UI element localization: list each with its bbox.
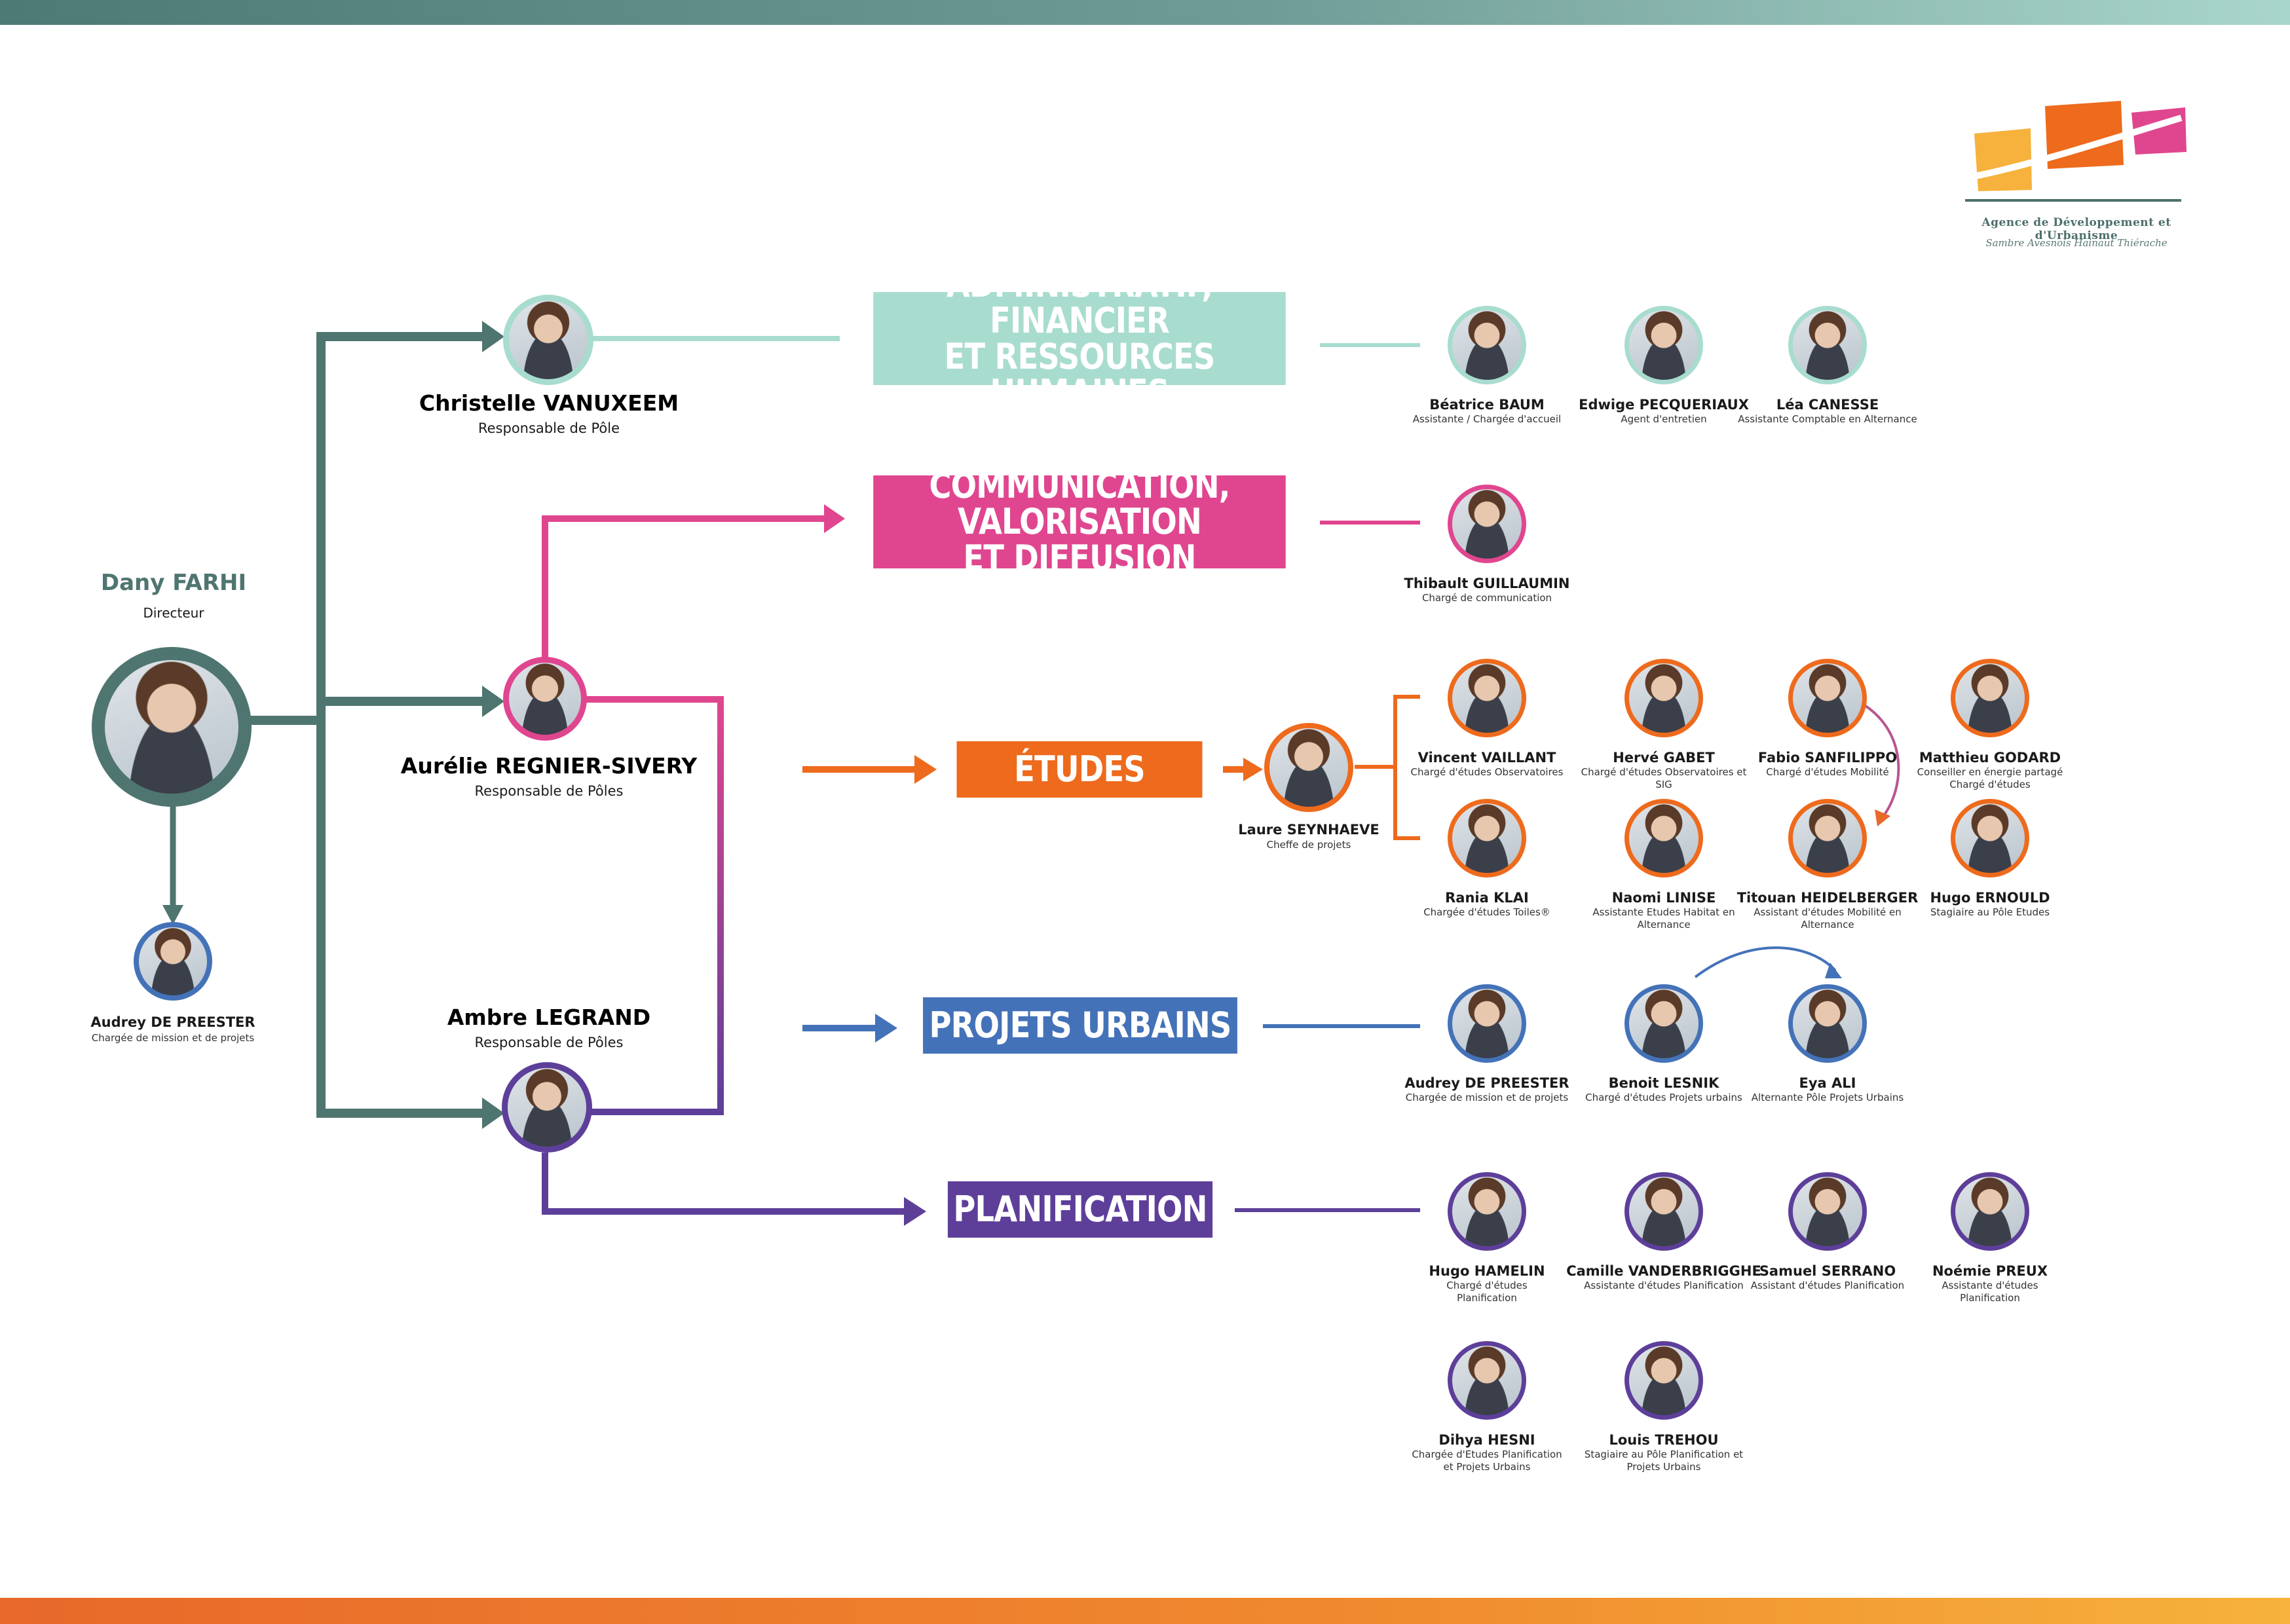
laure-role: Cheffe de projets (1266, 839, 1351, 851)
aurelie-avatar (503, 657, 587, 741)
etudes-member-avatar (1788, 659, 1867, 737)
pole-communication: COMMUNICATION, VALORISATION ET DIFFUSION (873, 468, 1286, 576)
ambre-role: Responsable de Pôles (474, 1035, 624, 1050)
planification-member-avatar (1624, 1341, 1703, 1420)
admin-member-avatar (1624, 306, 1703, 384)
planification-member-role: Chargée d'Etudes Planification et Projet… (1412, 1449, 1562, 1473)
laure-avatar (1264, 723, 1353, 812)
communication-member-name: Thibault GUILLAUMIN (1404, 576, 1570, 591)
planification-member-avatar (1448, 1172, 1526, 1251)
ambre-name: Ambre LEGRAND (447, 1005, 651, 1030)
director-name: Dany FARHI (100, 570, 247, 596)
planification-member-role: Chargé d'études Planification (1446, 1280, 1528, 1304)
etudes-member-avatar (1951, 659, 2029, 737)
admin-member-avatar (1788, 306, 1867, 384)
etudes-member-avatar (1448, 799, 1526, 877)
christelle-avatar (503, 295, 593, 385)
admin-member-role: Assistante / Chargée d'accueil (1412, 413, 1562, 425)
admin-member-role: Assistante Comptable en Alternance (1738, 413, 1917, 425)
logo-mark-icon (1965, 101, 2187, 202)
etudes-member-role: Chargé d'études Observatoires et SIG (1581, 766, 1747, 790)
etudes-member-role: Chargé d'études Observatoires (1410, 766, 1564, 778)
top-color-band (0, 0, 2290, 25)
communication-member-avatar (1448, 485, 1526, 563)
etudes-member-role: Chargé d'études Mobilité (1766, 766, 1889, 778)
ambre-avatar (502, 1062, 592, 1153)
projets-member-name: Eya ALI (1799, 1075, 1856, 1091)
planification-member-avatar (1624, 1172, 1703, 1251)
pole-projets-urbains: PROJETS URBAINS (923, 997, 1237, 1054)
planification-member-role: Assistante d'études Planification (1584, 1280, 1744, 1291)
etudes-member-avatar (1624, 659, 1703, 737)
projets-member-name: Audrey DE PREESTER (1404, 1075, 1569, 1091)
etudes-member-avatar (1788, 799, 1867, 877)
projets-member-avatar (1624, 984, 1703, 1063)
etudes-member-role: Assistante Etudes Habitat en Alternance (1592, 906, 1735, 931)
planification-member-role: Assistante d'études Planification (1942, 1280, 2038, 1304)
planification-member-name: Noémie PREUX (1932, 1263, 2048, 1279)
planification-member-name: Hugo HAMELIN (1429, 1263, 1545, 1279)
etudes-member-name: Rania KLAI (1445, 890, 1529, 906)
assistant-role: Chargée de mission et de projets (91, 1032, 255, 1044)
planification-member-name: Samuel SERRANO (1759, 1263, 1896, 1279)
communication-member-role: Chargé de communication (1421, 592, 1552, 604)
etudes-member-avatar (1448, 659, 1526, 737)
logo-subtitle: Sambre Avesnois Hainaut Thiérache (1985, 237, 2168, 249)
planification-member-name: Louis TREHOU (1609, 1432, 1719, 1448)
etudes-member-name: Hugo ERNOULD (1930, 890, 2050, 906)
planification-member-role: Assistant d'études Planification (1750, 1280, 1905, 1291)
etudes-member-role: Chargée d'études Toiles® (1423, 906, 1550, 918)
admin-member-name: Léa CANESSE (1776, 397, 1879, 413)
etudes-member-role: Stagiaire au Pôle Etudes (1930, 906, 2050, 918)
etudes-member-name: Hervé GABET (1613, 750, 1715, 766)
admin-member-avatar (1448, 306, 1526, 384)
christelle-role: Responsable de Pôle (478, 420, 620, 436)
aurelie-name: Aurélie REGNIER-SIVERY (400, 753, 698, 779)
bottom-color-band (0, 1598, 2290, 1624)
planification-member-avatar (1951, 1172, 2029, 1251)
etudes-member-avatar (1951, 799, 2029, 877)
pole-planification: PLANIFICATION (947, 1181, 1213, 1238)
pole-projets-label: PROJETS URBAINS (929, 1005, 1231, 1046)
pole-planification-label: PLANIFICATION (953, 1189, 1207, 1230)
etudes-member-role: Assistant d'études Mobilité en Alternanc… (1754, 906, 1902, 931)
pole-etudes: ÉTUDES (956, 741, 1203, 798)
projets-member-avatar (1448, 984, 1526, 1063)
etudes-member-role: Conseiller en énergie partagé Chargé d'é… (1917, 766, 2063, 790)
adu-logo: Agence de Développement et d'Urbanisme S… (1959, 92, 2194, 262)
projets-member-name: Benoit LESNIK (1608, 1075, 1719, 1091)
pole-admin: ADMINISTRATIF, FINANCIER ET RESSOURCES H… (873, 267, 1286, 411)
planification-member-name: Dihya HESNI (1438, 1432, 1535, 1448)
assistant-avatar (134, 922, 212, 1001)
projets-member-role: Alternante Pôle Projets Urbains (1751, 1092, 1904, 1103)
assistant-name: Audrey DE PREESTER (90, 1014, 255, 1030)
etudes-member-avatar (1624, 799, 1703, 877)
pole-etudes-label: ÉTUDES (1014, 748, 1146, 790)
logo-title: Agence de Développement et d'Urbanisme (1981, 216, 2171, 242)
projets-member-role: Chargé d'études Projets urbains (1585, 1092, 1742, 1103)
director-avatar (92, 647, 252, 807)
projets-member-avatar (1788, 984, 1867, 1063)
etudes-member-name: Naomi LINISE (1611, 890, 1716, 906)
admin-member-role: Agent d'entretien (1621, 413, 1707, 425)
planification-member-avatar (1448, 1341, 1526, 1420)
director-role: Directeur (143, 605, 204, 621)
etudes-member-name: Titouan HEIDELBERGER (1736, 890, 1919, 906)
admin-member-name: Béatrice BAUM (1429, 397, 1545, 413)
etudes-member-name: Vincent VAILLANT (1417, 750, 1556, 766)
planification-member-name: Camille VANDERBRIGGHE (1566, 1263, 1761, 1279)
admin-member-name: Edwige PECQUERIAUX (1579, 397, 1749, 413)
aurelie-role: Responsable de Pôles (474, 783, 624, 799)
projets-member-role: Chargée de mission et de projets (1405, 1092, 1569, 1103)
planification-member-role: Stagiaire au Pôle Planification et Proje… (1584, 1449, 1744, 1473)
pole-admin-label: ADMINISTRATIF, FINANCIER ET RESSOURCES H… (944, 263, 1216, 414)
pole-communication-label: COMMUNICATION, VALORISATION ET DIFFUSION (929, 465, 1230, 579)
etudes-member-name: Matthieu GODARD (1919, 750, 2061, 766)
christelle-name: Christelle VANUXEEM (419, 390, 679, 416)
laure-name: Laure SEYNHAEVE (1238, 822, 1380, 838)
planification-member-avatar (1788, 1172, 1867, 1251)
etudes-member-name: Fabio SANFILIPPO (1757, 750, 1898, 766)
